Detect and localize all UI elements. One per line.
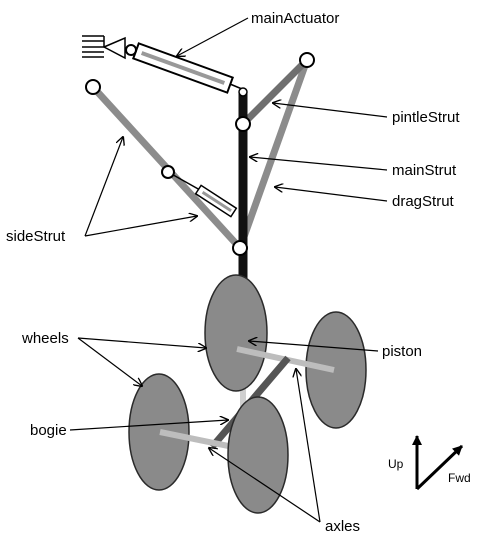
label-drag-strut: dragStrut: [392, 193, 455, 210]
orientation-indicator: Up Fwd: [388, 435, 471, 491]
label-bogie: bogie: [30, 422, 67, 439]
wheel-front-left: [128, 373, 190, 491]
label-wheels: wheels: [21, 330, 69, 347]
label-main-strut: mainStrut: [392, 162, 457, 179]
label-main-actuator: mainActuator: [251, 10, 339, 27]
actuator-mount-icon: [82, 35, 126, 60]
forward-arrow-icon: [415, 444, 464, 491]
drag-strut: [236, 56, 311, 252]
label-side-strut: sideStrut: [6, 228, 66, 245]
label-up: Up: [388, 457, 404, 471]
label-pintle-strut: pintleStrut: [392, 109, 460, 126]
main-actuator: [82, 35, 243, 94]
label-piston: piston: [382, 343, 422, 360]
pintle-strut: [239, 56, 311, 128]
wheel-rear-right: [305, 311, 367, 429]
callout-arrows: [69, 17, 388, 523]
wheel-front-right: [227, 396, 289, 514]
wheel-rear-left: [204, 274, 268, 392]
label-axles: axles: [325, 518, 360, 535]
joints: [85, 52, 315, 256]
label-fwd: Fwd: [448, 471, 471, 485]
side-strut-actuator: [161, 165, 238, 218]
